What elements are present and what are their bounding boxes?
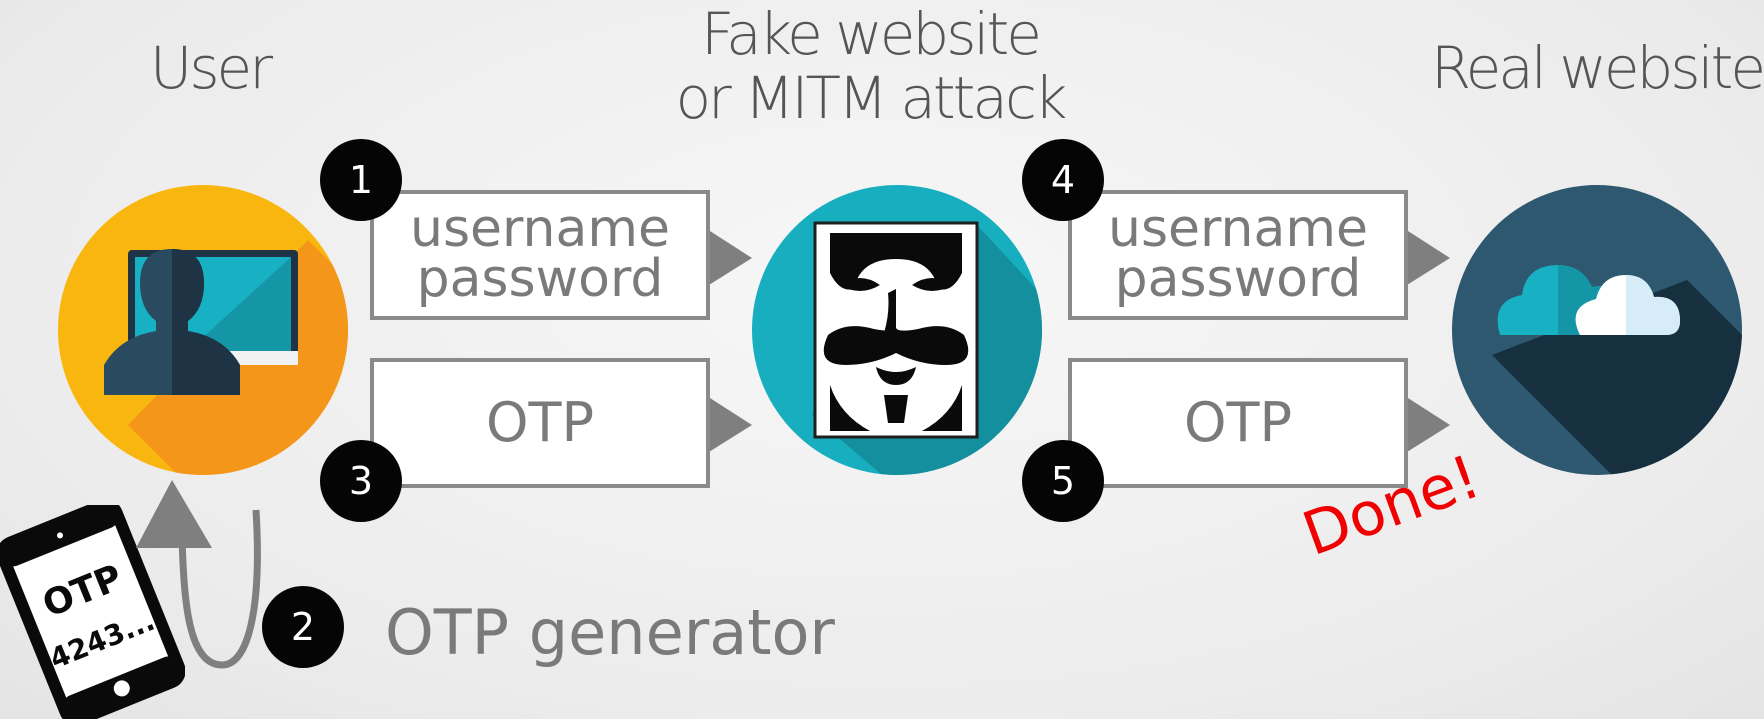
arrow-step2-head bbox=[136, 480, 212, 548]
otp-box-step3: OTP bbox=[370, 358, 710, 488]
step-badge-3: 3 bbox=[320, 440, 402, 522]
step-badge-4: 4 bbox=[1022, 139, 1104, 221]
arrow-step2-loop bbox=[178, 509, 261, 669]
box4-username: username bbox=[1108, 199, 1368, 259]
box1-password: password bbox=[416, 249, 664, 309]
step-badge-1: 1 bbox=[320, 139, 402, 221]
box3-otp: OTP bbox=[485, 391, 595, 454]
attacker-heading-line1: Fake website bbox=[701, 0, 1042, 68]
otp-box-step5: OTP bbox=[1068, 358, 1408, 488]
user-heading: User bbox=[149, 34, 273, 102]
box4-password: password bbox=[1114, 249, 1362, 309]
user-at-computer-icon bbox=[58, 185, 348, 475]
attacker-heading-line2: or MITM attack bbox=[675, 64, 1068, 132]
credentials-box-step4: username password bbox=[1068, 190, 1408, 320]
guy-fawkes-mask-icon bbox=[752, 185, 1042, 475]
cloud-icon bbox=[1452, 185, 1742, 475]
step-badge-5: 5 bbox=[1022, 440, 1104, 522]
box1-username: username bbox=[410, 199, 670, 259]
smartphone-icon: OTP 4243... bbox=[0, 505, 185, 719]
box5-otp: OTP bbox=[1183, 391, 1293, 454]
attacker-heading: Fake website or MITM attack bbox=[640, 2, 1100, 130]
credentials-box-step1: username password bbox=[370, 190, 710, 320]
step-badge-2: 2 bbox=[262, 586, 344, 668]
real-website-heading: Real website bbox=[1430, 34, 1764, 102]
otp-generator-label: OTP generator bbox=[385, 596, 835, 669]
